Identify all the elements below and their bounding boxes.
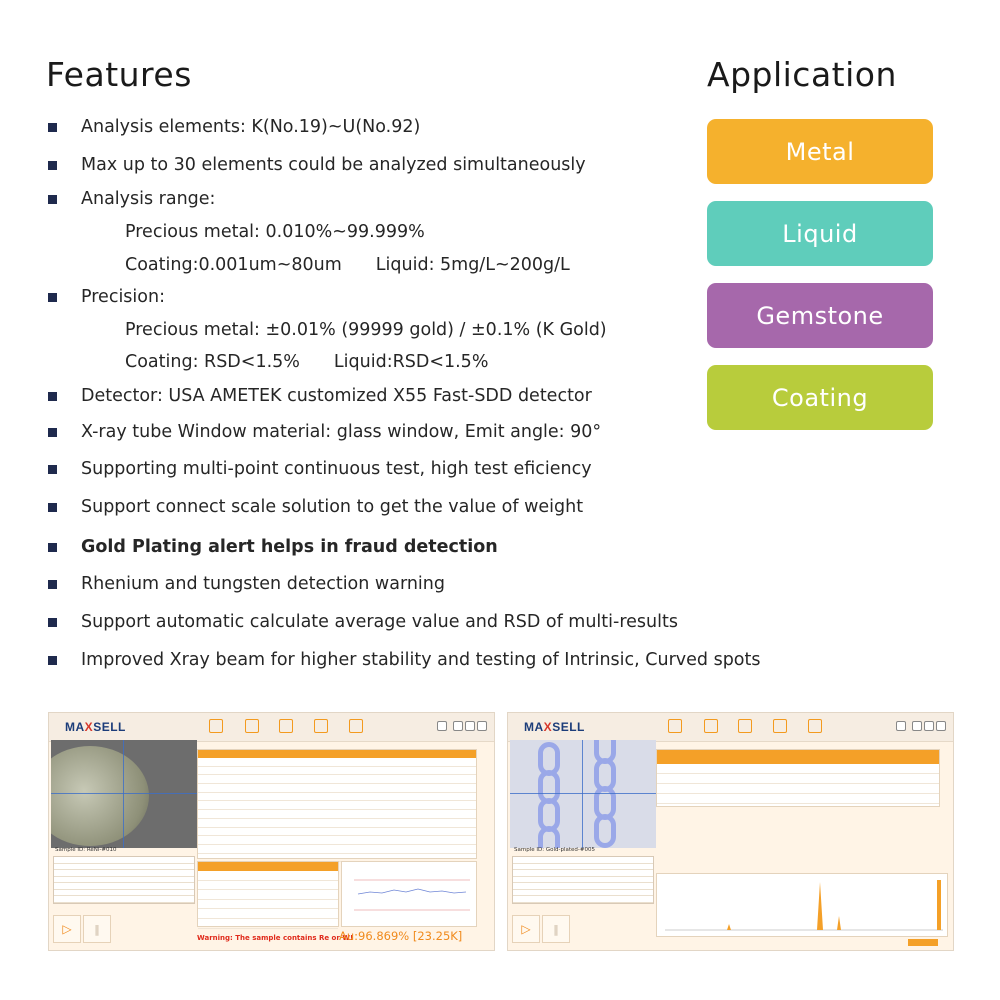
software-screenshot-metal: MAXSELL Sample ID: ReNi-#010 ▷ ‖ — [48, 712, 495, 951]
app-toolbar: MAXSELL — [49, 713, 494, 742]
edit-icon[interactable] — [668, 719, 682, 733]
software-screenshot-coating: MAXSELL Sample ID: Gold-plated-#005 ▷ ‖ — [507, 712, 954, 951]
document-icon[interactable] — [704, 719, 718, 733]
close-icon[interactable] — [477, 721, 487, 731]
application-metal-button[interactable]: Metal — [707, 119, 933, 184]
minimize-icon[interactable] — [453, 721, 463, 731]
bullet-icon — [48, 580, 57, 589]
settings-icon[interactable] — [808, 719, 822, 733]
action-buttons[interactable] — [908, 939, 938, 946]
bullet-icon — [48, 123, 57, 132]
bullet-icon — [48, 195, 57, 204]
trend-chart — [341, 861, 477, 927]
edit-icon[interactable] — [209, 719, 223, 733]
play-icon[interactable]: ▷ — [512, 915, 540, 943]
instrument-info-table — [512, 856, 654, 904]
maxsell-logo: MAXSELL — [524, 720, 585, 734]
bullet-icon — [48, 465, 57, 474]
maximize-icon[interactable] — [924, 721, 934, 731]
feature-subitem: Precious metal: ±0.01% (99999 gold) / ±0… — [125, 319, 607, 341]
gold-result: Au:96.869% [23.25K] — [339, 929, 463, 943]
feature-subtext: Liquid:RSD<1.5% — [333, 352, 489, 372]
minimize-icon[interactable] — [912, 721, 922, 731]
feature-text: Rhenium and tungsten detection warning — [81, 574, 445, 594]
instrument-info-table — [53, 856, 195, 904]
feature-text: Improved Xray beam for higher stability … — [81, 650, 761, 670]
play-icon[interactable]: ▷ — [53, 915, 81, 943]
document-icon[interactable] — [245, 719, 259, 733]
application-liquid-button[interactable]: Liquid — [707, 201, 933, 266]
features-title: Features — [46, 55, 192, 94]
feature-subtext: Precious metal: ±0.01% (99999 gold) / ±0… — [125, 320, 607, 340]
lock-icon[interactable] — [896, 721, 906, 731]
lock-icon[interactable] — [437, 721, 447, 731]
feature-subitem: Coating: RSD<1.5% Liquid:RSD<1.5% — [125, 351, 488, 373]
spectrum-chart — [656, 873, 948, 937]
sample-id: Sample ID: ReNi-#010 — [55, 847, 117, 853]
feature-text: Support connect scale solution to get th… — [81, 497, 584, 517]
coating-results-table — [656, 749, 940, 807]
feature-subtext: Liquid: 5mg/L~200g/L — [375, 255, 570, 275]
feature-text: Max up to 30 elements could be analyzed … — [81, 155, 586, 175]
feature-subitem: Precious metal: 0.010%~99.999% — [125, 221, 425, 243]
feature-subtext: Coating: RSD<1.5% — [125, 352, 300, 372]
application-gemstone-button[interactable]: Gemstone — [707, 283, 933, 348]
feature-subtext: Precious metal: 0.010%~99.999% — [125, 222, 425, 242]
bullet-icon — [48, 503, 57, 512]
feature-text: Analysis elements: K(No.19)~U(No.92) — [81, 117, 421, 137]
bullet-icon — [48, 543, 57, 552]
results-table — [197, 749, 477, 863]
maxsell-logo: MAXSELL — [65, 720, 126, 734]
folder-icon[interactable] — [773, 719, 787, 733]
bullet-icon — [48, 656, 57, 665]
feature-subitem: Coating:0.001um~80um Liquid: 5mg/L~200g/L — [125, 254, 570, 276]
bullet-icon — [48, 293, 57, 302]
statistics-table — [197, 861, 339, 929]
settings-icon[interactable] — [349, 719, 363, 733]
bullet-icon — [48, 161, 57, 170]
pause-icon[interactable]: ‖ — [542, 915, 570, 943]
camera-preview — [510, 740, 656, 848]
folder-icon[interactable] — [314, 719, 328, 733]
report-icon[interactable] — [738, 719, 752, 733]
feature-text: Support automatic calculate average valu… — [81, 612, 678, 632]
bullet-icon — [48, 392, 57, 401]
warning-message: Warning: The sample contains Re or W! — [197, 934, 354, 942]
feature-text: X-ray tube Window material: glass window… — [81, 422, 602, 442]
maximize-icon[interactable] — [465, 721, 475, 731]
feature-text: Supporting multi-point continuous test, … — [81, 459, 592, 479]
feature-subtext: Coating:0.001um~80um — [125, 255, 342, 275]
camera-preview — [51, 740, 197, 848]
close-icon[interactable] — [936, 721, 946, 731]
feature-text: Detector: USA AMETEK customized X55 Fast… — [81, 386, 592, 406]
feature-text: Gold Plating alert helps in fraud detect… — [81, 537, 498, 557]
bullet-icon — [48, 428, 57, 437]
app-toolbar: MAXSELL — [508, 713, 953, 742]
report-icon[interactable] — [279, 719, 293, 733]
application-coating-button[interactable]: Coating — [707, 365, 933, 430]
application-title: Application — [707, 55, 897, 94]
sample-id: Sample ID: Gold-plated-#005 — [514, 847, 595, 853]
feature-text: Analysis range: — [81, 189, 216, 209]
pause-icon[interactable]: ‖ — [83, 915, 111, 943]
bullet-icon — [48, 618, 57, 627]
feature-text: Precision: — [81, 287, 165, 307]
